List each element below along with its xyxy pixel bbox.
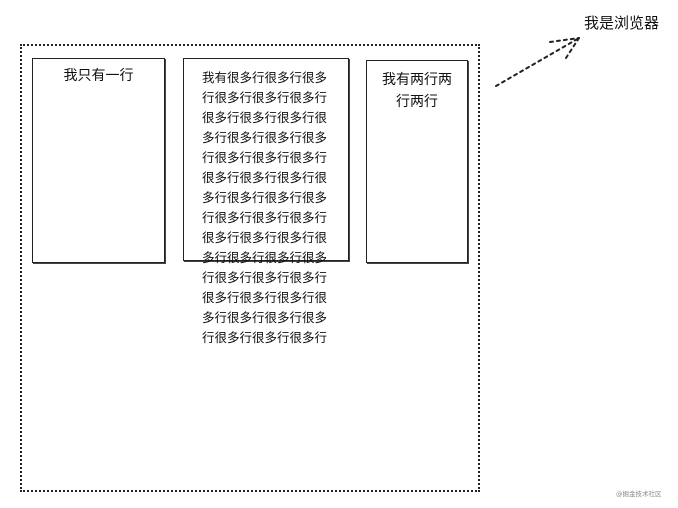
- watermark: @掘金技术社区: [616, 490, 662, 498]
- box-two-lines-text: 我有两行两行两行: [382, 72, 452, 110]
- arrow-head-lower: [565, 37, 580, 59]
- box-single-line-text: 我只有一行: [63, 68, 134, 84]
- box-single-line: 我只有一行: [32, 58, 165, 263]
- box-two-lines: 我有两行两行两行: [366, 60, 468, 263]
- arrow-shaft: [495, 37, 580, 87]
- browser-label: 我是浏览器: [584, 14, 660, 32]
- box-multi-line-text: 我有很多行很多行很多行很多行很多行很多行很多行很多行很多行很多行很多行很多行很多…: [202, 70, 328, 345]
- arrow-head-upper: [549, 37, 580, 43]
- browser-frame: [20, 44, 480, 492]
- box-multi-line: 我有很多行很多行很多行很多行很多行很多行很多行很多行很多行很多行很多行很多行很多…: [183, 58, 349, 345]
